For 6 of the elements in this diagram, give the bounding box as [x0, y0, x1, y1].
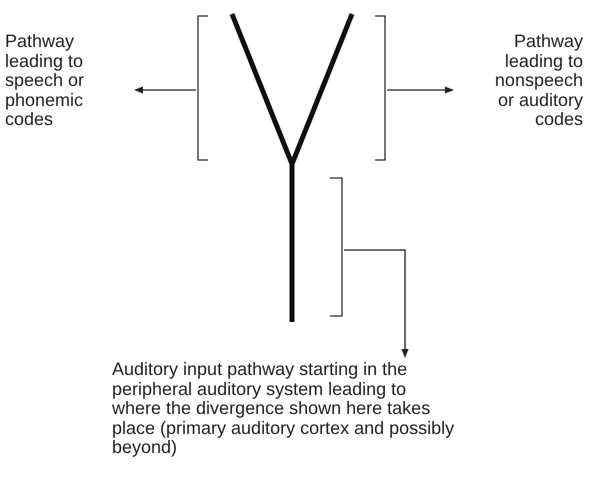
arrow: [387, 86, 454, 94]
pathway-description: Pathway leading to nonspeech or auditory codes: [494, 32, 583, 130]
pathway-description: Pathway leading to speech or phonemic codes: [5, 32, 86, 130]
arrow: [344, 249, 409, 358]
arrow: [134, 86, 196, 94]
pathway-description: Auditory input pathway starting in the peripheral auditory system leading to where the divergence shown here takes place (primary auditory cortex and possibly beyond): [112, 360, 456, 458]
